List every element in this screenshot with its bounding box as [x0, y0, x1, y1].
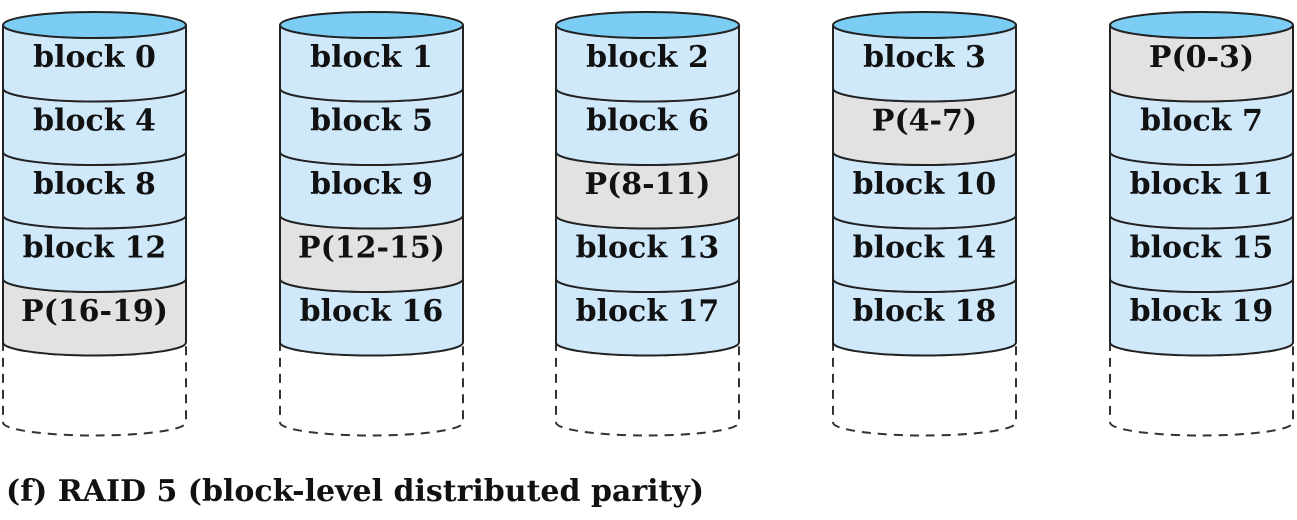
block-label: block 12: [23, 230, 167, 265]
disk-3: block 3 P(4-7) block 10 block 14 block 18: [832, 11, 1017, 437]
block-label: block 4: [33, 103, 156, 138]
block-label: block 3: [863, 40, 986, 75]
block-label: block 9: [310, 167, 433, 202]
block-label: block 15: [1130, 230, 1274, 265]
block-label: block 2: [586, 40, 709, 75]
block-label: block 6: [586, 103, 709, 138]
block-label: block 11: [1130, 167, 1274, 202]
block-label: block 14: [853, 230, 997, 265]
block-label: P(8-11): [584, 167, 710, 202]
disk-top: [2, 11, 187, 39]
block-label: block 5: [310, 103, 433, 138]
block-label: block 10: [853, 167, 997, 202]
block-label: block 1: [310, 40, 433, 75]
block-label: P(16-19): [21, 294, 168, 329]
block-label: P(4-7): [872, 103, 977, 138]
block-label: P(12-15): [298, 230, 445, 265]
disk-top: [279, 11, 464, 39]
disk-top: [1109, 11, 1294, 39]
block-label: block 18: [853, 294, 997, 329]
disk-4: P(0-3) block 7 block 11 block 15 block 19: [1109, 11, 1294, 437]
block-label: block 17: [576, 294, 720, 329]
block-label: block 0: [33, 40, 156, 75]
block-label: block 8: [33, 167, 156, 202]
block-label: block 7: [1140, 103, 1263, 138]
disk-top: [832, 11, 1017, 39]
figure-caption: (f) RAID 5 (block-level distributed pari…: [6, 474, 705, 509]
disk-0: block 0 block 4 block 8 block 12 P(16-19): [2, 11, 187, 437]
block-label: P(0-3): [1149, 40, 1254, 75]
block-label: block 16: [300, 294, 444, 329]
disk-top: [555, 11, 740, 39]
block-label: block 13: [576, 230, 720, 265]
disk-1: block 1 block 5 block 9 P(12-15) block 16: [279, 11, 464, 437]
block-label: block 19: [1130, 294, 1274, 329]
disk-2: block 2 block 6 P(8-11) block 13 block 17: [555, 11, 740, 437]
